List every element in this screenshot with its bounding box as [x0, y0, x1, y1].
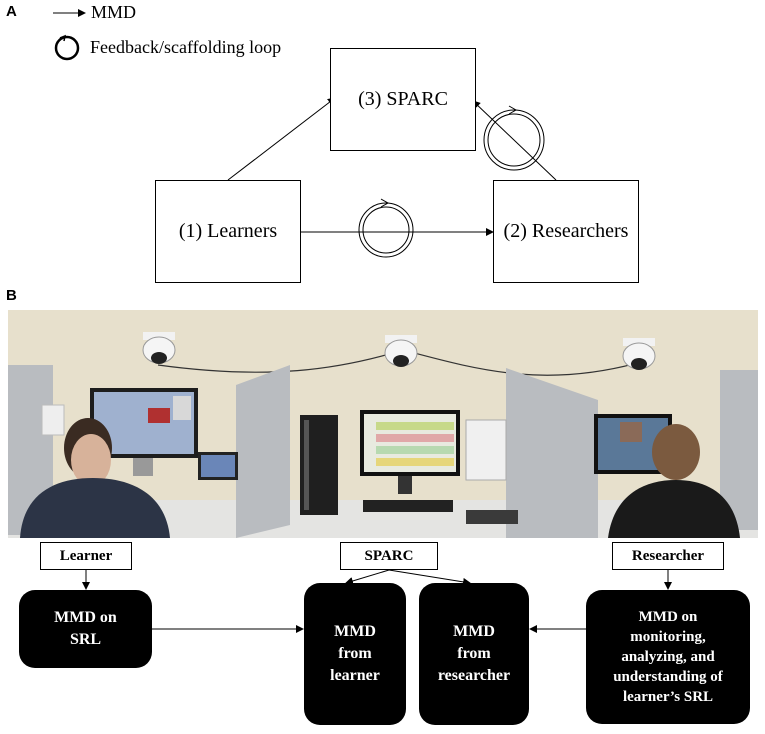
- node-sparc-label: (3) SPARC: [358, 88, 448, 110]
- panel-b-letter: B: [6, 287, 17, 304]
- node-researchers-label: (2) Researchers: [503, 220, 629, 242]
- box-mmd-from-researcher: MMD from researcher: [419, 583, 529, 725]
- legend-loop-label: Feedback/scaffolding loop: [90, 37, 282, 57]
- tag-researcher: Researcher: [612, 542, 724, 570]
- arrow-sparc-left: [345, 569, 390, 585]
- node-learners-label: (1) Learners: [178, 220, 278, 242]
- box-mmd-srl: MMD on SRL: [19, 590, 152, 668]
- node-learners: (1) Learners: [155, 180, 301, 283]
- arrow-researchers-to-sparc: [472, 100, 557, 181]
- legend-loop-icon: [54, 35, 80, 61]
- tag-sparc: SPARC: [340, 542, 438, 570]
- tag-learner: Learner: [40, 542, 132, 570]
- box-mmd-from-learner: MMD from learner: [304, 583, 406, 725]
- tag-sparc-label: SPARC: [364, 547, 414, 564]
- tag-researcher-label: Researcher: [631, 547, 705, 564]
- arrow-learners-to-sparc: [227, 97, 336, 181]
- tag-learner-label: Learner: [59, 547, 113, 564]
- loop-learners-researchers-icon: [358, 198, 414, 258]
- node-researchers: (2) Researchers: [493, 180, 639, 283]
- arrow-sparc-right: [388, 569, 471, 586]
- loop-sparc-researchers-icon: [483, 105, 545, 171]
- lab-photo-illustration: [8, 310, 758, 538]
- panel-a-connectors: [53, 9, 557, 258]
- camera-icon: [384, 335, 418, 367]
- panel-a-letter: A: [6, 3, 17, 20]
- camera-icon: [622, 338, 656, 370]
- node-sparc: (3) SPARC: [330, 48, 476, 151]
- legend-arrow-label: MMD: [91, 2, 137, 22]
- lab-photo: [8, 310, 758, 538]
- box-mmd-monitoring: MMD on monitoring, analyzing, and unders…: [586, 590, 750, 724]
- camera-icon: [142, 332, 176, 364]
